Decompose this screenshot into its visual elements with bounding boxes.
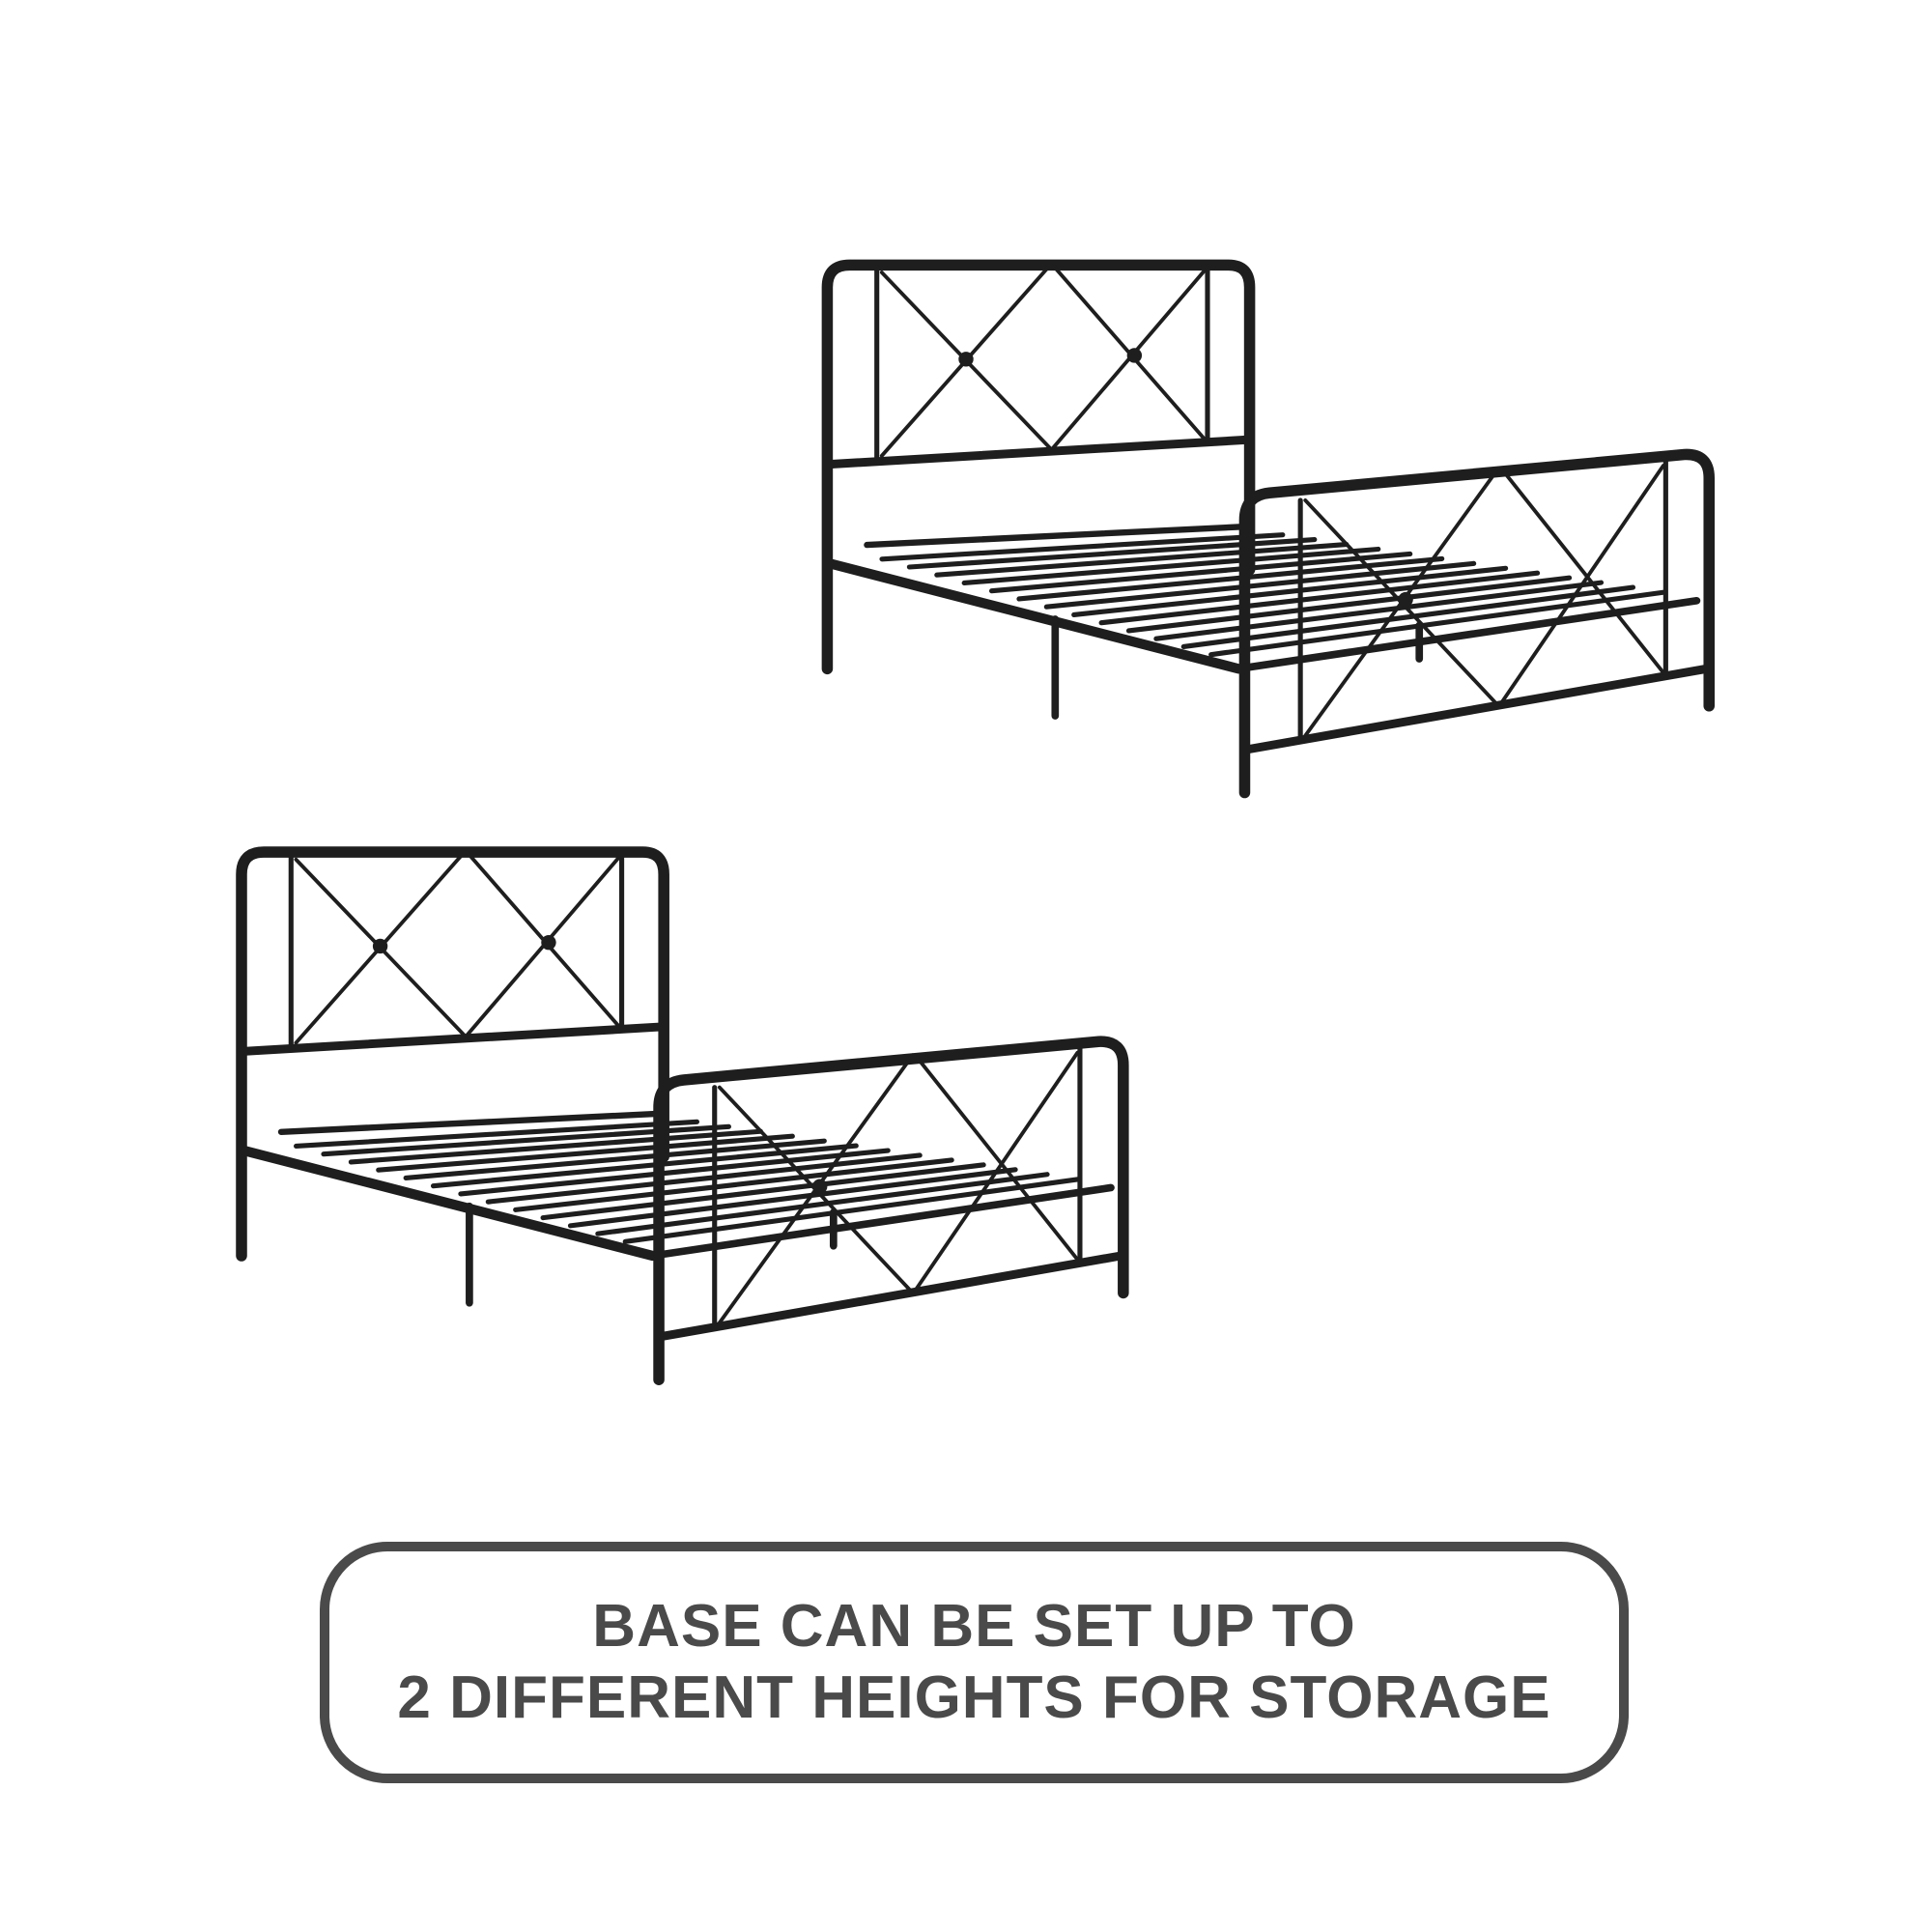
bed-low-setting (242, 852, 1123, 1379)
caption-line-1: BASE CAN BE SET UP TO (592, 1593, 1356, 1660)
caption-line-2: 2 DIFFERENT HEIGHTS FOR STORAGE (397, 1664, 1551, 1731)
caption-box: BASE CAN BE SET UP TO 2 DIFFERENT HEIGHT… (320, 1542, 1629, 1783)
bed-high-setting (827, 265, 1709, 792)
